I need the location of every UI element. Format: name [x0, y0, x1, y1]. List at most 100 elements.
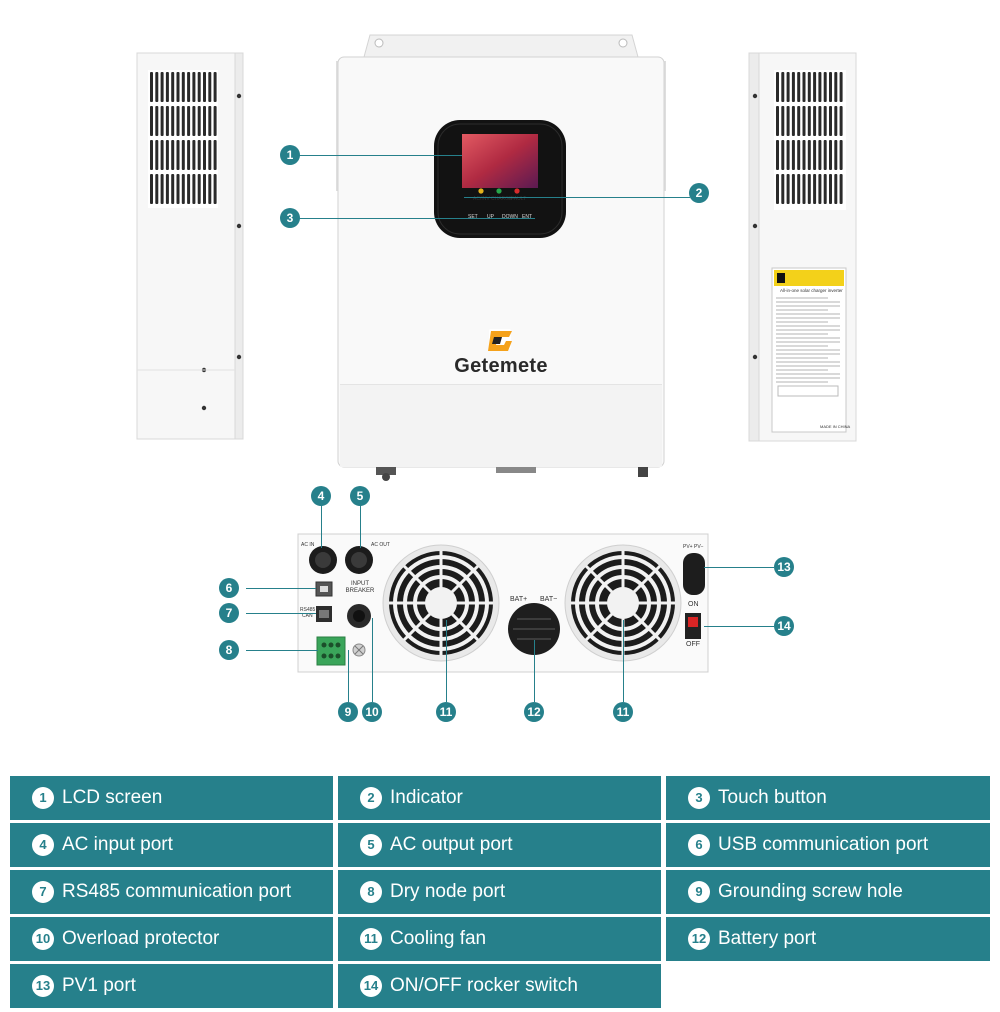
vent-slot — [823, 140, 827, 170]
vent-slot — [829, 106, 832, 136]
legend-number: 14 — [360, 975, 382, 997]
legend-item-7: 7 RS485 communication port — [10, 870, 333, 914]
callout-1: 1 — [280, 145, 300, 165]
switch-off-label: OFF — [686, 641, 700, 648]
vent-slot — [197, 140, 201, 170]
vent-slot — [208, 72, 212, 102]
vent-slot — [181, 140, 185, 170]
vent-slot — [776, 106, 779, 136]
vent-slot — [813, 140, 817, 170]
label-footer: MADE IN CHINA — [820, 424, 851, 429]
vent-slot — [155, 140, 159, 170]
callout-line-6 — [246, 588, 316, 589]
vent-slot — [776, 72, 779, 102]
vent-slot — [197, 72, 201, 102]
legend-label: RS485 communication port — [62, 881, 292, 902]
callout-9: 9 — [338, 702, 358, 722]
callout-11a: 11 — [436, 702, 456, 722]
callout-7: 7 — [219, 603, 239, 623]
legend-number: 6 — [688, 834, 710, 856]
legend-number: 9 — [688, 881, 710, 903]
vent-slot — [171, 106, 175, 136]
indicator-label-acinv: AC/INV — [473, 196, 490, 202]
vent-slot — [834, 106, 838, 136]
vent-slot — [791, 140, 795, 170]
legend-label: PV1 port — [62, 975, 136, 996]
vent-slot — [150, 106, 153, 136]
cooling-fan-left — [382, 544, 500, 662]
legend-label: AC input port — [62, 834, 173, 855]
vent-slot — [818, 106, 822, 136]
legend-label: Overload protector — [62, 928, 220, 949]
callout-13: 13 — [774, 557, 794, 577]
vent-slot — [171, 174, 175, 204]
callout-3: 3 — [280, 208, 300, 228]
vent-slot — [797, 174, 801, 204]
vent-slot — [187, 140, 191, 170]
vent-slot — [171, 140, 175, 170]
vent-slot — [192, 72, 196, 102]
callout-line-8 — [246, 650, 318, 651]
vent-slot — [791, 72, 795, 102]
vent-slot — [213, 106, 217, 136]
legend-number: 7 — [32, 881, 54, 903]
callout-line-11b — [623, 620, 624, 702]
legend-label: USB communication port — [718, 834, 929, 855]
vent-slot — [176, 174, 180, 204]
touch-button-ent: ENT — [522, 214, 532, 220]
vent-slot — [813, 106, 817, 136]
vent-slot — [176, 106, 180, 136]
callout-8: 8 — [219, 640, 239, 660]
vent-slot — [181, 72, 185, 102]
left-side-view — [136, 52, 244, 440]
vent-slot — [213, 174, 217, 204]
bat-minus-label: BAT− — [540, 596, 558, 603]
vent-slot — [208, 174, 212, 204]
vent-slot — [839, 106, 843, 136]
vent-slot — [155, 174, 159, 204]
callout-2: 2 — [689, 183, 709, 203]
callout-11b: 11 — [613, 702, 633, 722]
vent-slot — [839, 140, 843, 170]
vent-slot — [192, 140, 196, 170]
vent-slot — [165, 106, 169, 136]
legend-number: 11 — [360, 928, 382, 950]
vent-slot — [791, 174, 795, 204]
callout-4: 4 — [311, 486, 331, 506]
rear-panel: AC IN AC OUT INPUT BREAKER RS485 CAN BAT… — [297, 533, 709, 673]
vent-slot — [181, 174, 185, 204]
brand-name: Getemete — [454, 355, 548, 377]
vent-slot — [829, 140, 832, 170]
callout-line-2 — [464, 197, 690, 198]
callout-10: 10 — [362, 702, 382, 722]
indicator-label-fault: FAULT — [511, 196, 527, 202]
vent-slot — [150, 174, 153, 204]
vent-slot — [834, 174, 838, 204]
vent-slot — [797, 140, 801, 170]
vent-slot — [802, 174, 806, 204]
legend-number: 8 — [360, 881, 382, 903]
vent-slot — [203, 174, 206, 204]
vent-slot — [797, 106, 801, 136]
ac-in-label: AC IN — [301, 542, 315, 548]
rear-drawing — [297, 533, 709, 673]
legend-label: Battery port — [718, 928, 817, 949]
vent-slot — [829, 174, 832, 204]
callout-12: 12 — [524, 702, 544, 722]
input-breaker-label: INPUT BREAKER — [345, 581, 375, 594]
legend-label: Touch button — [718, 787, 827, 808]
legend-label: Dry node port — [390, 881, 506, 902]
vent-slot — [187, 106, 191, 136]
vent-slot — [155, 72, 159, 102]
vent-slot — [203, 106, 206, 136]
callout-6: 6 — [219, 578, 239, 598]
vent-slot — [203, 140, 206, 170]
vent-slot — [818, 140, 822, 170]
vent-slot — [197, 174, 201, 204]
vent-slot — [165, 72, 169, 102]
vent-slot — [781, 140, 785, 170]
vent-slot — [187, 72, 191, 102]
